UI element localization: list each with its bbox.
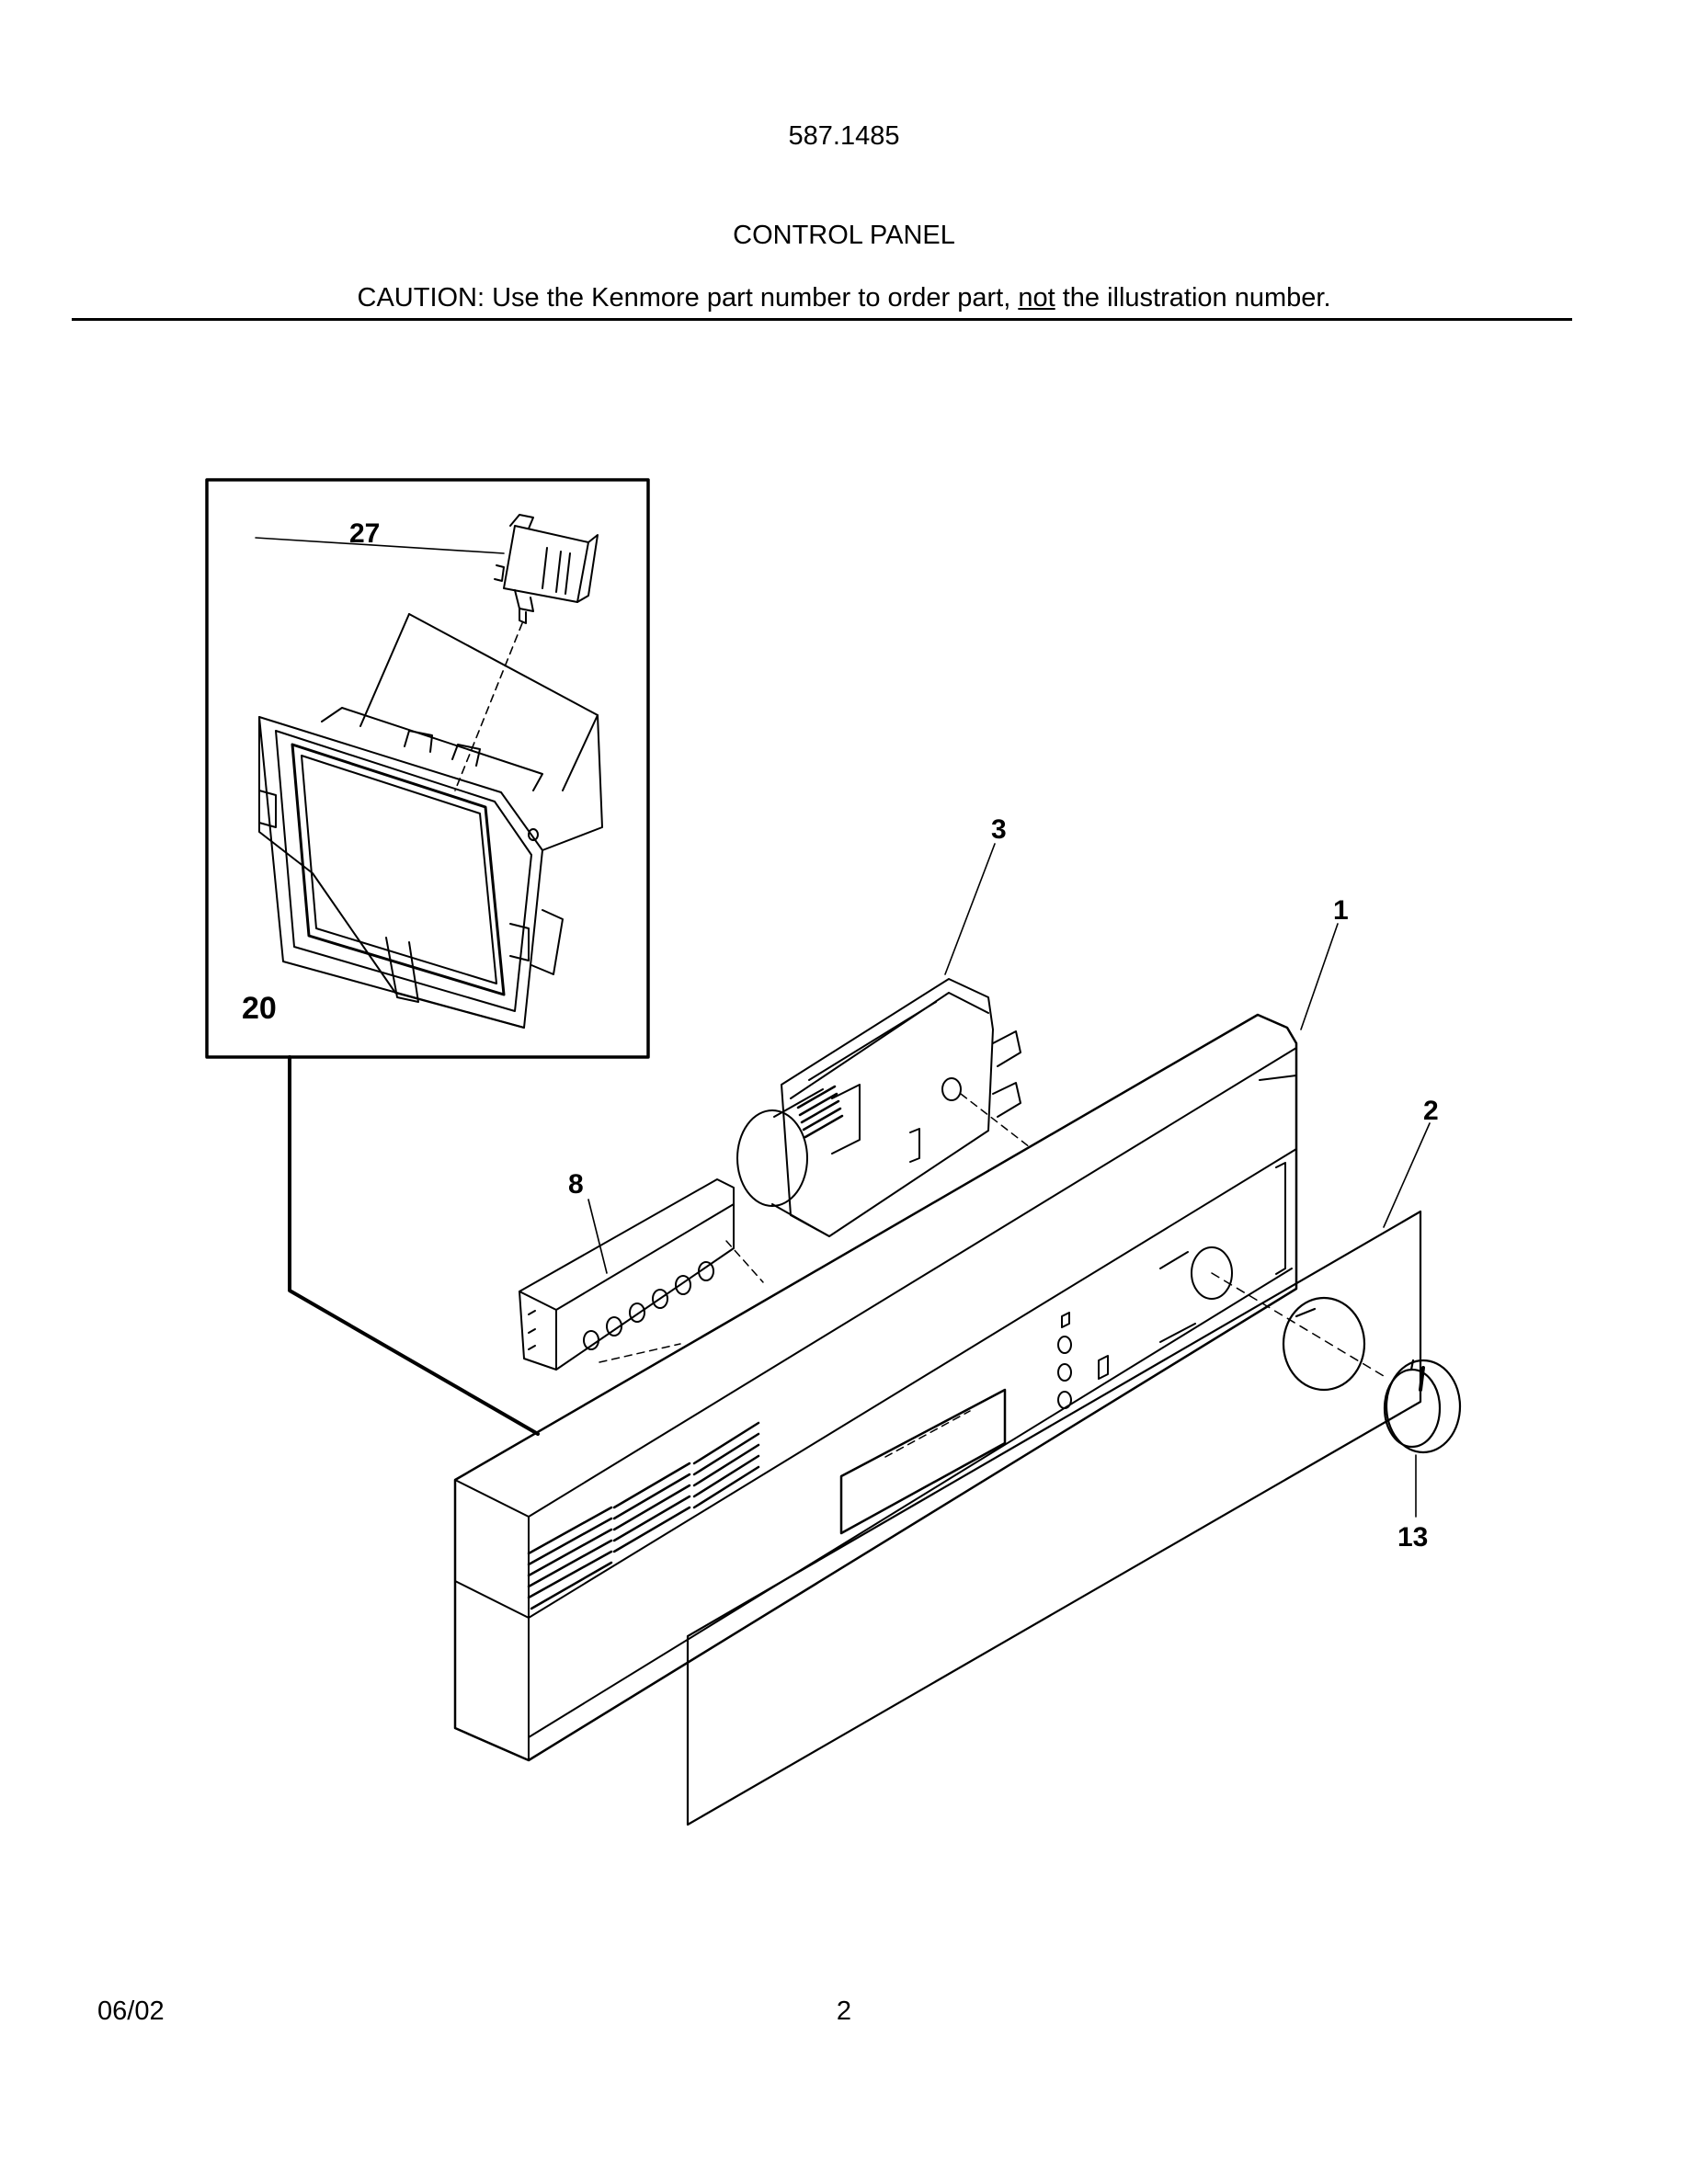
callout-8: 8 (568, 1169, 584, 1200)
console-panel-part-1 (453, 1013, 1389, 1762)
caution-emphasis: not (1018, 283, 1055, 313)
callout-13: 13 (1397, 1522, 1428, 1553)
callout-20: 20 (242, 991, 277, 1026)
callout-27: 27 (349, 518, 380, 549)
callout-3: 3 (991, 814, 1007, 845)
callout-1: 1 (1333, 895, 1349, 926)
page-title: CONTROL PANEL (733, 221, 955, 250)
caution-prefix: CAUTION: Use the Kenmore part number to … (357, 283, 1019, 313)
leader-lines (587, 843, 1431, 1518)
timer-part-3 (736, 978, 1031, 1237)
callout-2: 2 (1423, 1096, 1439, 1126)
model-number: 587.1485 (788, 121, 900, 151)
switch-part-27 (255, 514, 599, 791)
footer-date: 06/02 (97, 1996, 165, 2026)
switch-block-part-8 (519, 1178, 764, 1371)
page-number: 2 (836, 1996, 852, 2026)
caution-note: CAUTION: Use the Kenmore part number to … (0, 283, 1688, 313)
inset-frame (205, 478, 650, 1436)
caution-suffix: the illustration number. (1055, 283, 1331, 313)
header-rule (72, 318, 1572, 321)
knob-part-13 (1383, 1359, 1462, 1454)
overlay-panel-part-2 (686, 1210, 1422, 1826)
dispenser-housing-part (258, 613, 603, 1029)
